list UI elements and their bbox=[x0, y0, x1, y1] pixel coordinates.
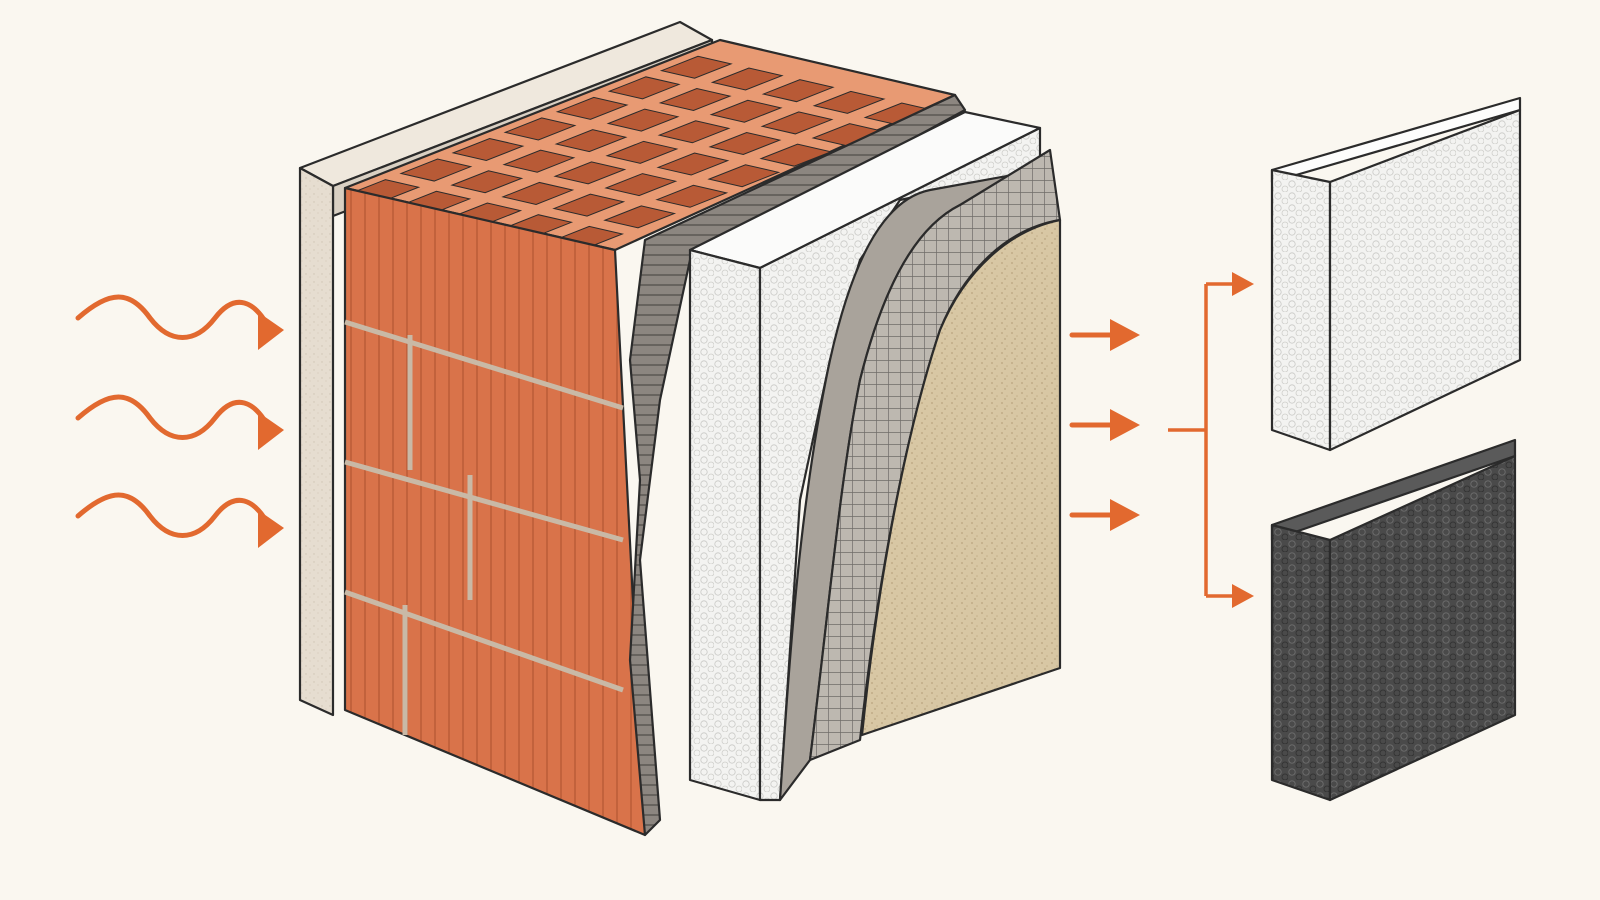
brick-hollow-cell bbox=[501, 181, 575, 205]
mortar-joint-horizontal-3 bbox=[344, 589, 624, 693]
brick-hollow-cell bbox=[502, 149, 576, 173]
brick-hollow-cell bbox=[655, 184, 729, 208]
brick-hollow-cell bbox=[710, 67, 784, 91]
brick-hollow-cell bbox=[707, 164, 781, 188]
eps-front-face bbox=[688, 248, 762, 802]
outgoing-arrow-head-1 bbox=[1110, 319, 1140, 351]
brick-hollow-cell bbox=[603, 205, 677, 229]
hollow-brick-layer bbox=[343, 38, 957, 837]
plaster-front-face bbox=[298, 166, 335, 717]
brick-hollow-cell bbox=[659, 55, 733, 79]
finish-render-layer bbox=[860, 218, 1062, 737]
brick-hollow-cell bbox=[656, 152, 730, 176]
branch-connector bbox=[1168, 272, 1254, 608]
heat-wave-2 bbox=[75, 394, 273, 440]
white-eps-sample-block bbox=[1270, 96, 1522, 452]
brick-hollow-cell bbox=[760, 111, 834, 135]
graphite-eps-side-face bbox=[1270, 523, 1332, 802]
brick-hollow-cell bbox=[451, 137, 525, 162]
brick-hollow-cell bbox=[658, 88, 732, 112]
brick-hollow-cell bbox=[708, 131, 782, 155]
white-eps-side-face bbox=[1270, 168, 1332, 452]
heat-wave-arrowhead-2 bbox=[258, 412, 284, 450]
outgoing-arrows bbox=[1069, 319, 1140, 531]
branch-lines bbox=[1168, 282, 1238, 598]
mortar-joint-horizontal-1 bbox=[344, 319, 624, 411]
brick-hollow-cell bbox=[607, 76, 681, 100]
adhesive-layer bbox=[628, 93, 967, 837]
brick-hollow-cell bbox=[554, 129, 628, 153]
mortar-joint-horizontal-2 bbox=[344, 459, 624, 543]
branch-arrowhead-bottom bbox=[1232, 584, 1254, 608]
outgoing-arrow-head-3 bbox=[1110, 499, 1140, 531]
graphite-eps-sample-block bbox=[1270, 438, 1517, 802]
outgoing-arrow-head-2 bbox=[1110, 409, 1140, 441]
brick-hollow-cell bbox=[709, 99, 783, 123]
brick-hollow-cell bbox=[399, 158, 473, 182]
brick-hollow-cell bbox=[450, 170, 524, 194]
brick-hollow-cell bbox=[605, 140, 679, 164]
brick-hollow-cell bbox=[812, 90, 886, 114]
heat-wave-3 bbox=[75, 492, 273, 538]
brick-hollow-cell bbox=[606, 108, 680, 132]
brick-hollow-cell bbox=[761, 79, 835, 103]
heat-wave-arrowhead-1 bbox=[258, 312, 284, 350]
brick-hollow-cell bbox=[553, 161, 627, 185]
incoming-heat-wave-arrows bbox=[75, 294, 284, 548]
brick-hollow-cell bbox=[604, 173, 678, 197]
brick-hollow-cell bbox=[759, 143, 833, 167]
graphite-eps-front-face bbox=[1328, 454, 1517, 802]
brick-hollow-cell bbox=[657, 120, 731, 144]
white-eps-front-face bbox=[1328, 108, 1522, 452]
heat-wave-1 bbox=[75, 294, 273, 340]
mortar-joints bbox=[344, 319, 624, 735]
brick-hollow-cell bbox=[552, 193, 626, 217]
brick-hollow-cell bbox=[555, 96, 629, 120]
heat-wave-arrowhead-3 bbox=[258, 510, 284, 548]
branch-arrowhead-top bbox=[1232, 272, 1254, 296]
brick-hollow-cell bbox=[503, 117, 577, 141]
